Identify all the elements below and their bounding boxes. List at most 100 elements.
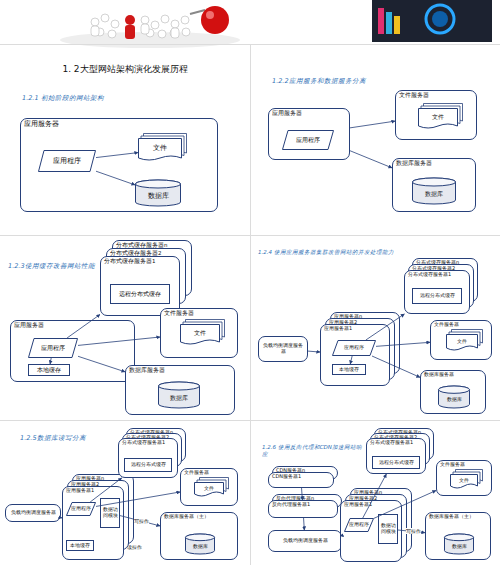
arrow-connector — [374, 491, 436, 519]
arrow-connector — [350, 356, 352, 364]
box-heading: 数据库服务器 — [396, 160, 472, 167]
shape-label: 远程分布式缓存 — [119, 291, 161, 297]
shape-outline — [186, 534, 215, 554]
shape-label: 应用程序 — [344, 345, 364, 351]
shape-outline — [67, 503, 96, 516]
shape-outline — [29, 339, 78, 358]
box-heading: 应用服务器 — [272, 110, 346, 117]
box-heading: 文件服务器 — [440, 462, 488, 468]
shape-label: 远程分布式缓存 — [379, 460, 414, 466]
box-heading: 文件服务器 — [164, 310, 234, 317]
database-cylinder: 数据库 — [444, 534, 474, 554]
box-heading: 负载均衡调度服务器 — [11, 510, 56, 516]
file-document: 文件 — [194, 482, 224, 498]
server-box: 分布式缓存服务器1 远程分布式缓存 — [366, 438, 426, 474]
panel-grid — [0, 44, 500, 565]
box-heading: 应用服务器1 — [66, 488, 120, 494]
shape-label: 文件 — [432, 114, 444, 121]
box-heading: 应用服务器 — [24, 120, 214, 128]
box-heading: 文件服务器 — [434, 322, 488, 328]
program-parallelogram: 应用程序 — [332, 340, 376, 356]
shape-label: 数据库 — [193, 544, 208, 550]
shape-outline — [136, 180, 181, 206]
shape-outline — [439, 386, 470, 408]
program-parallelogram: 应用程序 — [66, 502, 96, 516]
section-heading: 1.2.5数据库读写分离 — [20, 435, 120, 443]
arrow-connector — [78, 337, 160, 345]
cache-box: 远程分布式缓存 — [124, 458, 172, 472]
shape-label: 本地缓存 — [339, 367, 359, 373]
section-heading: 1.2.6 使用反向代理和CDN加速网站响应 — [262, 444, 362, 457]
cache-box: 本地缓存 — [66, 540, 94, 551]
arrow-connector — [350, 121, 395, 128]
shape-label: 应用程序 — [41, 345, 65, 352]
server-box: 数据库服务器数据库 — [420, 370, 486, 414]
server-box: CDN服务器1 — [268, 472, 334, 488]
server-box: 数据库服务器数据库 — [125, 365, 235, 415]
shape-label: 应用程序 — [71, 506, 91, 512]
shape-label: 数据库 — [170, 395, 188, 402]
edge-label: 写操作 — [406, 528, 421, 534]
shape-outline — [445, 534, 474, 554]
box-heading: 分布式缓存服务器1 — [408, 272, 466, 278]
shape-label: 应用程序 — [296, 137, 320, 144]
box-heading: 分布式缓存服务器1 — [370, 440, 422, 446]
shape-outline — [159, 382, 200, 408]
file-document: 文件 — [446, 334, 478, 352]
cache-box: 远程分布式缓存 — [372, 456, 420, 469]
shape-label: 数据访问模块 — [102, 507, 118, 519]
box-heading: 数据库服务器 — [129, 367, 231, 374]
shape-label: 文件 — [194, 330, 206, 337]
cache-box: 远程分布式缓存 — [412, 288, 462, 304]
box-heading: 文件服务器 — [399, 92, 473, 99]
database-cylinder: 数据库 — [412, 178, 456, 204]
edge-label: 写操作 — [134, 518, 149, 524]
section-heading: 1.2.1 初始阶段的网站架构 — [22, 95, 222, 103]
shape-outline — [345, 519, 374, 532]
server-box: 应用服务器1应用程序本地缓存 — [320, 324, 390, 386]
cache-box: 远程分布式缓存 — [110, 284, 170, 304]
box-heading: 分布式缓存服务器1 — [104, 258, 176, 264]
box-heading: 数据库服务器（主） — [164, 514, 234, 520]
cylinder-top — [439, 386, 470, 393]
box-heading: 反向代理服务器1 — [272, 502, 334, 508]
section-heading: 1.2.4 使用应用服务器集群改善网站的并发处理能力 — [258, 249, 403, 256]
section-heading: 1.2.2应用服务和数据服务分离 — [272, 78, 472, 86]
box-heading: 数据库服务器（主） — [429, 514, 487, 520]
shape-label: 本地缓存 — [70, 543, 90, 549]
arrow-connector — [372, 356, 420, 377]
box-heading: 文件服务器 — [184, 470, 234, 476]
shape-label: 文件 — [153, 144, 167, 152]
arrow-connector — [340, 535, 342, 536]
arrow-connector — [120, 516, 160, 526]
top-photo-right — [372, 0, 492, 42]
server-box: 分布式缓存服务器1 远程分布式缓存 — [100, 256, 180, 316]
shape-label: 应用程序 — [349, 522, 369, 528]
cache-box: 本地缓存 — [28, 364, 70, 376]
server-box: 应用服务器1 应用程序本地缓存 数据访问模块 — [62, 486, 124, 560]
server-box: 应用服务器应用程序文件数据库 — [20, 118, 218, 212]
server-box: 文件服务器文件 — [395, 90, 477, 140]
server-box: 负载均衡调度服务器 — [5, 504, 61, 522]
shape-outline — [451, 475, 478, 489]
cylinder-top — [136, 180, 181, 188]
cylinder-top — [413, 178, 456, 186]
server-box: 数据库服务器（主） 数据库 — [160, 512, 238, 560]
shape-label: 数据库 — [447, 397, 462, 403]
shape-outline — [283, 131, 334, 150]
database-cylinder: 数据库 — [438, 386, 470, 408]
arrow-connector — [96, 492, 180, 506]
shape-outline — [39, 151, 96, 172]
shape-outline — [181, 325, 220, 345]
arrow-connector — [78, 356, 125, 372]
arrow-connector — [96, 171, 135, 185]
server-box: 应用服务器应用程序本地缓存 — [10, 320, 135, 382]
arrow-connector — [67, 315, 100, 338]
server-box: 数据库服务器（主） 数据库 — [425, 512, 491, 560]
slide-title: 1. 2大型网站架构演化发展历程 — [0, 64, 250, 75]
server-box: 分布式缓存服务器1 远程分布式缓存 — [404, 270, 470, 314]
database-cylinder: 数据库 — [135, 180, 181, 206]
shape-label: 数据库 — [148, 192, 169, 200]
box-heading: 负载均衡调度服务器 — [262, 343, 304, 355]
